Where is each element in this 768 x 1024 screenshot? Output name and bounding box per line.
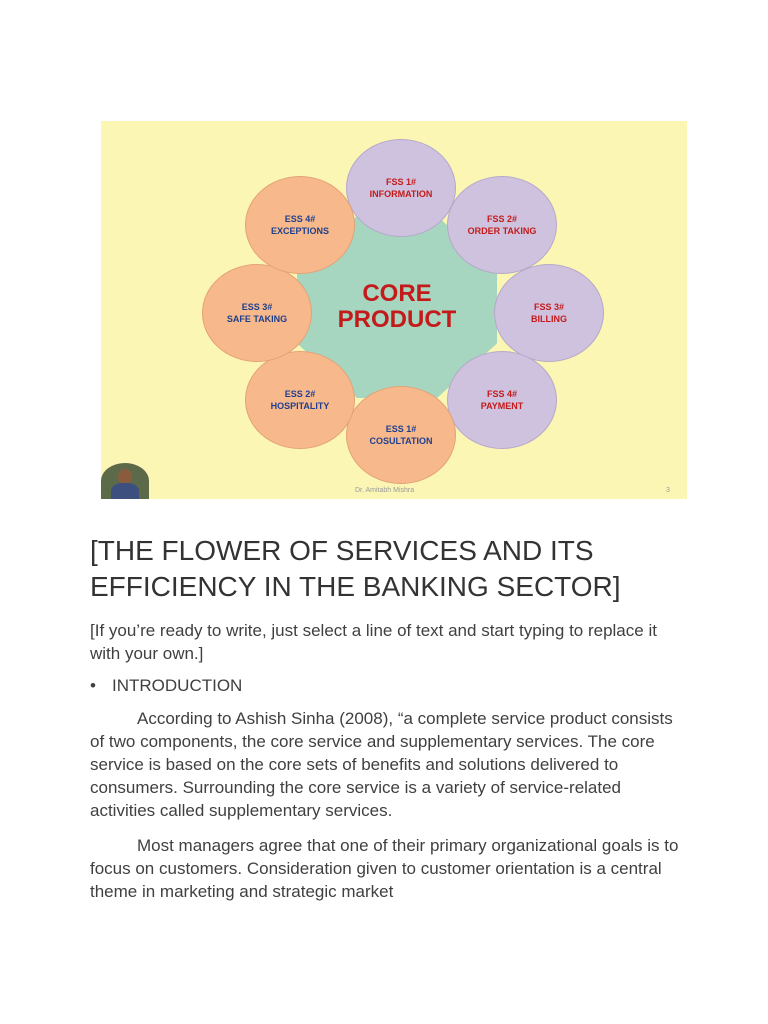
petal-ess1: ESS 1# COSULTATION [346, 386, 456, 484]
paragraph-1: According to Ashish Sinha (2008), “a com… [90, 709, 673, 820]
slide-credit: Dr. Amitabh Mishra [355, 487, 415, 494]
petal-ess4: ESS 4# EXCEPTIONS [245, 176, 355, 274]
document-title: [THE FLOWER OF SERVICES AND ITS EFFICIEN… [90, 535, 621, 602]
petal-fss1: FSS 1# INFORMATION [346, 139, 456, 237]
instruction-text: [If you’re ready to write, just select a… [90, 621, 657, 663]
petal-ess2: ESS 2# HOSPITALITY [245, 351, 355, 449]
author-photo-head [118, 469, 132, 485]
author-photo-body [111, 483, 139, 499]
bullet-introduction: • INTRODUCTION [90, 674, 242, 697]
bullet-icon: • [90, 676, 96, 695]
petal-fss2: FSS 2# ORDER TAKING [447, 176, 557, 274]
flower-of-services-diagram: CORE PRODUCT FSS 1# INFORMATION FSS 2# O… [101, 121, 687, 499]
petal-fss3: FSS 3# BILLING [494, 264, 604, 362]
petal-fss4: FSS 4# PAYMENT [447, 351, 557, 449]
petal-ess3: ESS 3# SAFE TAKING [202, 264, 312, 362]
core-product-label: CORE PRODUCT [337, 280, 457, 333]
bullet-label: INTRODUCTION [112, 676, 243, 695]
slide-number: 3 [666, 487, 670, 494]
paragraph-2: Most managers agree that one of their pr… [90, 836, 679, 901]
author-photo [101, 463, 149, 499]
